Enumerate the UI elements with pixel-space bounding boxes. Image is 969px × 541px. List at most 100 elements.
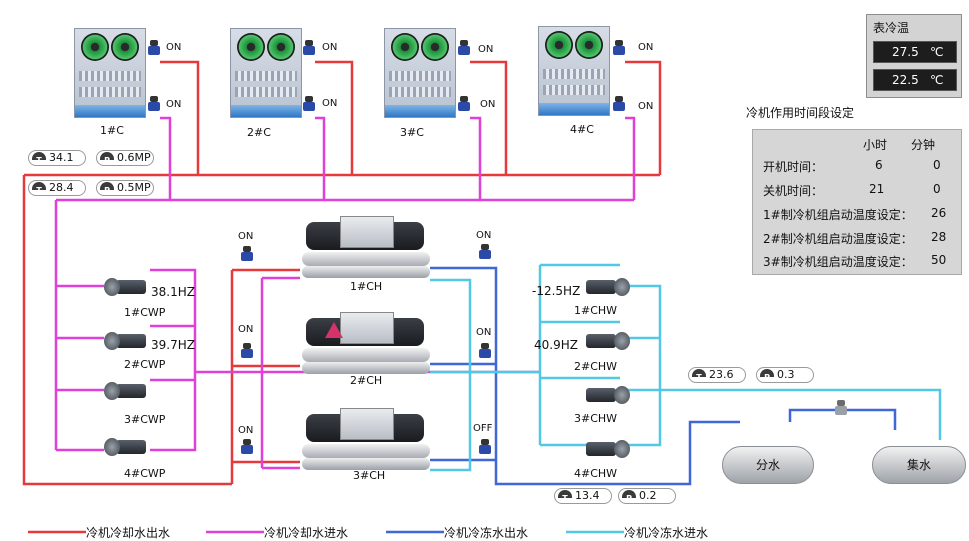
chilled-pressure-gauge-upper: P 0.3 — [756, 367, 814, 383]
chw-3-label: 3#CHW — [574, 412, 618, 425]
condenser-shell — [302, 348, 430, 362]
off-time-minute[interactable]: 0 — [933, 182, 941, 196]
schedule-panel: 小时 分钟 开机时间： 6 0 关机时间： 21 0 1#制冷机组启动温度设定：… — [752, 129, 962, 275]
coil-graphic — [79, 71, 141, 81]
tower-2-top-valve-icon[interactable] — [302, 40, 316, 56]
chw-2-pump-icon[interactable] — [586, 330, 630, 352]
chiller-1-start-temp-label: 1#制冷机组启动温度设定： — [763, 208, 913, 222]
cooling-tower-2[interactable] — [230, 28, 302, 118]
chiller-3-left-valve-icon[interactable] — [240, 439, 254, 455]
cwp-1-pump-icon[interactable] — [104, 276, 148, 298]
chiller-2-start-temp-label: 2#制冷机组启动温度设定： — [763, 232, 913, 246]
coil-graphic — [543, 85, 605, 95]
chiller-2[interactable] — [296, 312, 436, 382]
chiller-2-start-temp-value[interactable]: 28 — [931, 230, 947, 244]
chilled-in-pipes — [430, 263, 942, 472]
bypass-valve-icon[interactable] — [834, 400, 848, 416]
cooling-temp-gauge-2: T 28.4 — [28, 180, 86, 196]
evaporator-shell — [302, 458, 430, 470]
coil-graphic — [389, 87, 451, 97]
evaporator-shell — [302, 362, 430, 374]
tower-2-bottom-valve-icon[interactable] — [302, 96, 316, 112]
off-time-hour[interactable]: 21 — [869, 182, 885, 196]
chiller-2-left-valve-icon[interactable] — [240, 343, 254, 359]
alarm-warning-icon[interactable] — [325, 322, 343, 338]
tower-4-bottom-valve-icon[interactable] — [612, 96, 626, 112]
chiller-1-right-valve-icon[interactable] — [478, 244, 492, 260]
chiller-1-left-valve-icon[interactable] — [240, 246, 254, 262]
minute-column-header: 分钟 — [911, 138, 936, 152]
evaporator-shell — [302, 266, 430, 278]
chiller-1-label: 1#CH — [350, 280, 383, 293]
chw-1-frequency: -12.5HZ — [532, 284, 581, 298]
chw-4-pump-icon[interactable] — [586, 438, 630, 460]
basin-water — [385, 105, 455, 117]
tower-2-label: 2#C — [247, 126, 271, 139]
coil-graphic — [79, 87, 141, 97]
chiller-3-start-temp-label: 3#制冷机组启动温度设定： — [763, 255, 913, 269]
cooling-tower-4[interactable] — [538, 26, 610, 116]
chw-2-frequency: 40.9HZ — [534, 338, 578, 352]
thermometer-icon: T — [32, 152, 46, 165]
chw-3-pump-icon[interactable] — [586, 384, 630, 406]
chw-1-pump-icon[interactable] — [586, 276, 630, 298]
chiller-3-left-valve-status: ON — [238, 425, 254, 436]
cooling-pressure-gauge-2: P 0.5MP — [96, 180, 154, 196]
cwp-1-label: 1#CWP — [124, 306, 166, 319]
thermometer-icon: T — [558, 490, 572, 503]
surface-temp-display-2[interactable]: 22.5 ℃ — [873, 69, 957, 91]
chiller-3-start-temp-value[interactable]: 50 — [931, 253, 947, 267]
tower-1-label: 1#C — [100, 124, 124, 137]
tower-1-top-valve-icon[interactable] — [147, 40, 161, 56]
legend-chilled-in: 冷机冷冻水进水 — [624, 526, 709, 540]
surface-temp-panel: 表冷温 27.5 ℃ 22.5 ℃ — [866, 14, 962, 98]
tower-4-bottom-status: ON — [638, 101, 654, 112]
on-time-hour[interactable]: 6 — [875, 158, 883, 172]
chiller-3-right-valve-icon[interactable] — [478, 439, 492, 455]
coil-graphic — [235, 71, 297, 81]
cwp-2-frequency: 39.7HZ — [151, 338, 195, 352]
tower-3-bottom-valve-icon[interactable] — [457, 96, 471, 112]
on-time-label: 开机时间： — [763, 160, 824, 174]
chiller-2-left-valve-status: ON — [238, 324, 254, 335]
tower-4-top-valve-icon[interactable] — [612, 40, 626, 56]
cwp-2-pump-icon[interactable] — [104, 330, 148, 352]
chw-2-label: 2#CHW — [574, 360, 618, 373]
chiller-1[interactable] — [296, 216, 436, 286]
on-time-minute[interactable]: 0 — [933, 158, 941, 172]
control-panel-graphic — [340, 216, 394, 248]
cooling-tower-1[interactable] — [74, 28, 146, 118]
tower-1-bottom-valve-icon[interactable] — [147, 96, 161, 112]
cwp-3-pump-icon[interactable] — [104, 380, 148, 402]
fan-icon — [267, 33, 295, 61]
tower-3-top-status: ON — [478, 44, 494, 55]
legend-cooling-in: 冷机冷却水进水 — [264, 526, 349, 540]
tower-3-top-valve-icon[interactable] — [457, 40, 471, 56]
surface-temp-display-1[interactable]: 27.5 ℃ — [873, 41, 957, 63]
coil-graphic — [389, 71, 451, 81]
cwp-2-label: 2#CWP — [124, 358, 166, 371]
supply-header-tank[interactable]: 分水 — [722, 446, 814, 484]
chilled-temp-gauge-upper: T 23.6 — [688, 367, 746, 383]
fan-icon — [81, 33, 109, 61]
cooling-out-pipes — [22, 60, 662, 486]
off-time-label: 关机时间： — [763, 184, 824, 198]
cwp-4-label: 4#CWP — [124, 467, 166, 480]
return-header-tank[interactable]: 集水 — [872, 446, 966, 484]
chiller-3[interactable] — [296, 408, 436, 478]
chiller-1-start-temp-value[interactable]: 26 — [931, 206, 947, 220]
chw-1-label: 1#CHW — [574, 304, 618, 317]
pressure-gauge-icon: P — [100, 152, 114, 165]
cwp-1-frequency: 38.1HZ — [151, 285, 195, 299]
cwp-4-pump-icon[interactable] — [104, 436, 148, 458]
fan-icon — [421, 33, 449, 61]
fan-icon — [575, 31, 603, 59]
chilled-out-pipes — [430, 266, 897, 486]
tower-1-top-status: ON — [166, 42, 182, 53]
surface-temp-title: 表冷温 — [873, 21, 910, 35]
pressure-gauge-icon: P — [760, 369, 774, 382]
cooling-tower-3[interactable] — [384, 28, 456, 118]
basin-water — [231, 105, 301, 117]
chiller-2-right-valve-icon[interactable] — [478, 343, 492, 359]
chilled-pressure-gauge-lower: P 0.2 — [618, 488, 676, 504]
